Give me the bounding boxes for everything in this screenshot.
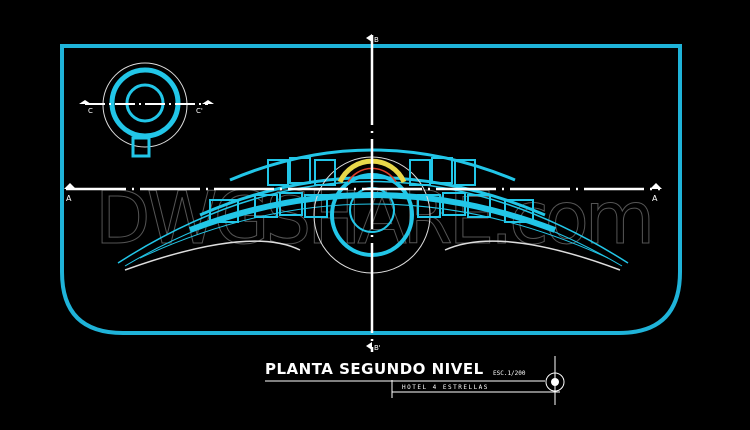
section-label-a-right: A: [652, 194, 658, 203]
circular-tower-plan: [79, 62, 214, 158]
section-arrow-c-right: [202, 100, 214, 104]
section-label-c-right: C': [196, 107, 203, 115]
section-label-a-left: A: [66, 194, 72, 203]
section-label-b-bottom: B': [374, 344, 381, 352]
drawing-scale: ESC.1/200: [493, 370, 526, 377]
drawing-title: PLANTA SEGUNDO NIVEL: [265, 360, 484, 378]
section-arrow-b-top: [366, 34, 372, 42]
drawing-subtitle: HOTEL 4 ESTRELLAS: [402, 384, 489, 391]
north-marker-icon: [545, 372, 565, 392]
section-arrow-c-left: [79, 100, 91, 104]
section-arrow-a-left: [64, 183, 76, 189]
section-label-b-top: B: [374, 36, 379, 44]
section-arrow-b-bottom: [366, 342, 372, 350]
drawing-frame: [60, 44, 682, 335]
title-underline: [265, 356, 560, 405]
section-arrow-a-right: [650, 183, 662, 189]
section-label-c-left: C: [88, 107, 93, 115]
